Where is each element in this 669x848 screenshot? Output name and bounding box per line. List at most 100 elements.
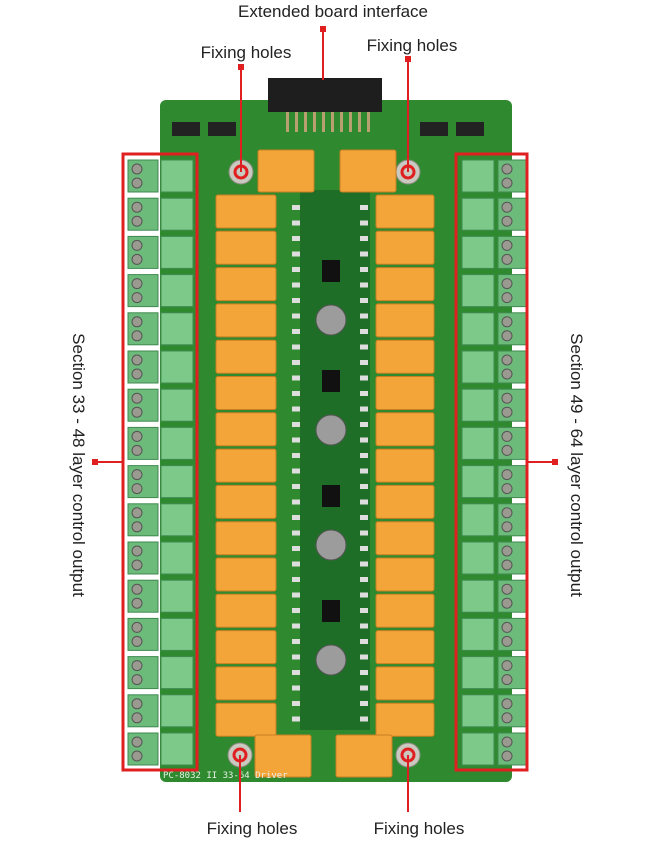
terminal-plug [461,656,495,690]
smd-component [360,530,368,536]
ic-chip [172,122,200,136]
terminal-block-left [127,235,194,269]
relay [254,734,312,778]
screw-terminal [127,465,159,499]
terminal-plug [160,732,194,766]
terminal-block-left [127,388,194,422]
smd-component [292,654,300,660]
screw [131,278,143,290]
diode [322,370,340,392]
relay-left [215,484,277,519]
screw [131,392,143,404]
relay [335,734,393,778]
terminal-plug [461,197,495,231]
terminal-block-right [461,235,529,269]
fixing-holes-top-left-label: Fixing holes [200,43,292,62]
smd-component [292,406,300,412]
screw [131,253,143,265]
screw [131,660,143,672]
relay-right [375,194,435,229]
relay-right [375,303,435,338]
smd-component [292,360,300,365]
smd-component [292,251,300,257]
terminal-plug [461,617,495,651]
screw [131,239,143,251]
terminal-block-right [461,541,529,575]
screw-terminal [497,159,529,193]
screw [501,368,513,380]
terminal-block-right [461,350,529,384]
relay [339,149,397,193]
screw-terminal [127,388,159,422]
smd-component [360,391,368,396]
screw [501,559,513,571]
screw [501,316,513,328]
smd-component [360,654,368,660]
smd-component [292,670,300,675]
screw-terminal [127,350,159,384]
smd-component [292,623,300,629]
relay-left [215,303,277,338]
screw-terminal [497,388,529,422]
terminal-plug [461,732,495,766]
screw [501,621,513,633]
screw [131,736,143,748]
screw [501,278,513,290]
terminal-plug [461,465,495,499]
connector-pin [367,112,370,132]
terminal-block-left [127,426,194,460]
terminal-plug [160,617,194,651]
relay-right [375,521,435,556]
terminal-block-left [127,694,194,728]
relay-right [375,666,435,701]
terminal-plug [461,235,495,269]
relay-left [215,412,277,447]
smd-component [292,639,300,644]
screw-terminal [127,159,159,193]
screw [501,507,513,519]
terminal-block-right [461,159,529,193]
smd-component [360,236,368,241]
smd-component [292,344,300,350]
screw [501,292,513,304]
terminal-block-left [127,274,194,308]
smd-component [360,546,368,551]
callout-marker [552,459,558,465]
smd-component [292,468,300,474]
smd-component [292,205,300,210]
terminal-block-left [127,312,194,346]
screw [131,406,143,418]
smd-component [360,701,368,706]
terminal-block-right [461,656,529,690]
smd-component [292,422,300,427]
terminal-plug [160,426,194,460]
smd-component [360,422,368,427]
screw [131,177,143,189]
smd-component [292,484,300,489]
relay-left [215,702,277,737]
screw [501,712,513,724]
extended-board-interface-label: Extended board interface [238,2,428,21]
relay-right [375,630,435,665]
capacitor [315,414,347,446]
screw [501,354,513,366]
terminal-block-right [461,312,529,346]
smd-component [360,499,368,505]
terminal-block-right [461,694,529,728]
terminal-block-right [461,579,529,613]
terminal-plug [160,235,194,269]
screw [501,750,513,762]
smd-component [292,329,300,334]
screw-terminal [127,694,159,728]
relay-right [375,484,435,519]
ic-chip [208,122,236,136]
screw-terminal [127,503,159,537]
terminal-plug [160,503,194,537]
screw [131,674,143,686]
relay-right [375,376,435,410]
screw-terminal [497,426,529,460]
smd-component [292,592,300,598]
smd-component [292,453,300,458]
fixing-holes-bottom-left-label: Fixing holes [206,819,298,838]
smd-component [292,220,300,226]
